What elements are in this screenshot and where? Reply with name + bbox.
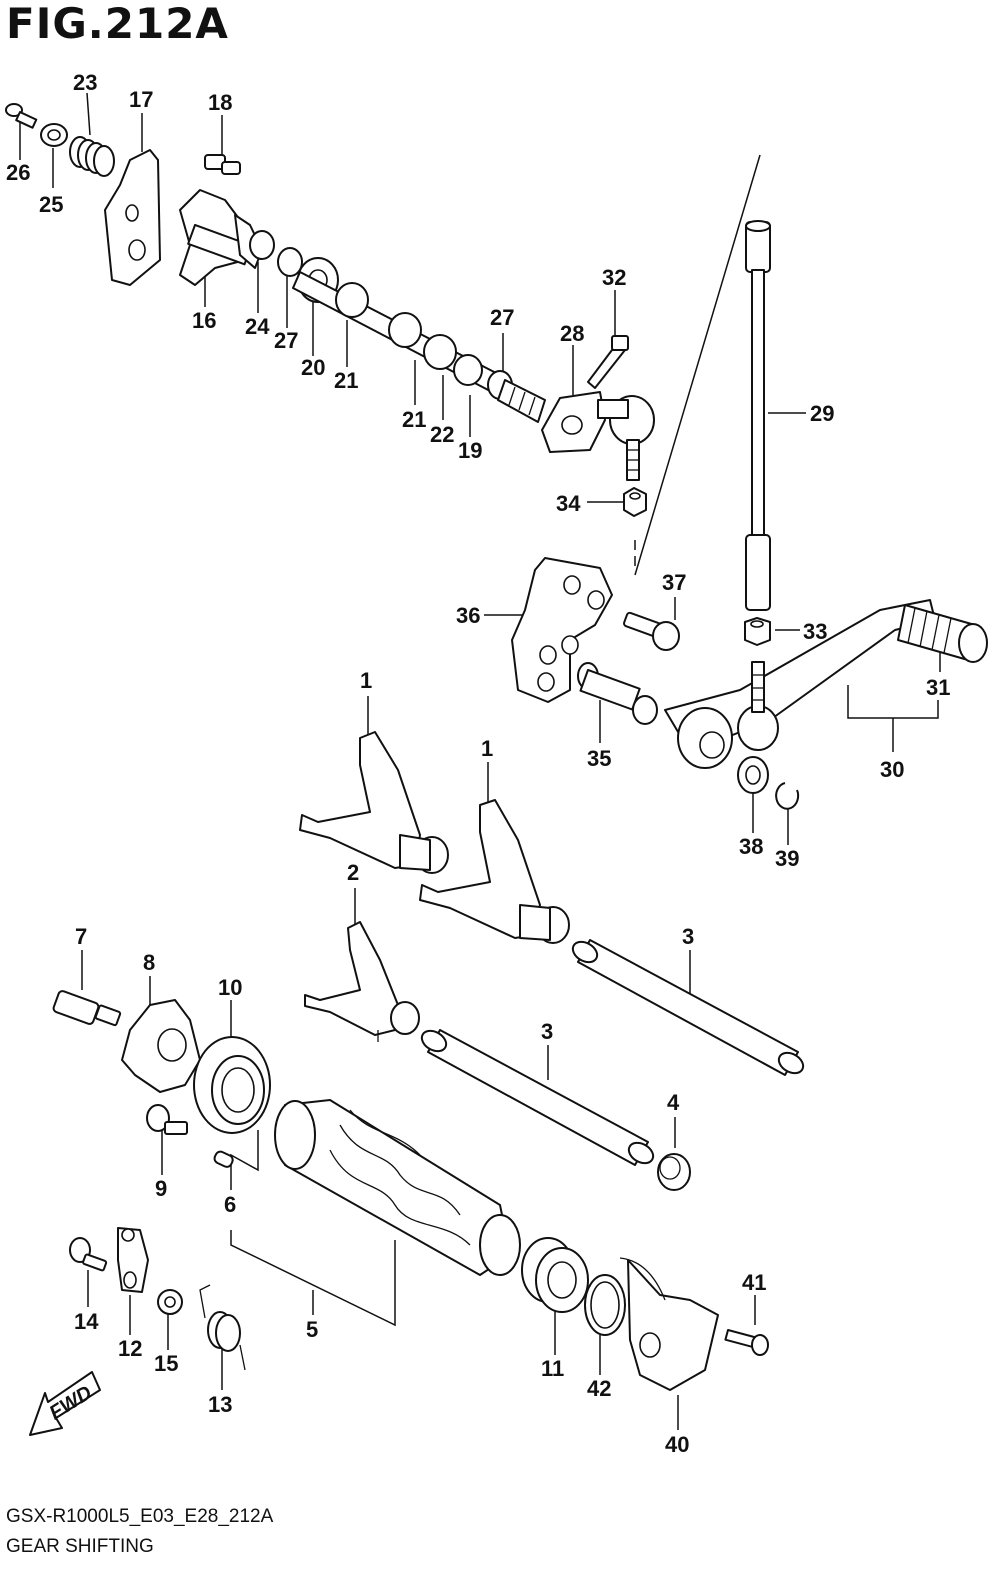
callout-20: 20 [301, 355, 325, 380]
callout-21: 21 [334, 368, 358, 393]
part-40-gear-position-switch [619, 1257, 719, 1391]
part-32-bolt [587, 335, 629, 389]
part-36-bracket [511, 557, 613, 703]
part-10-bearing [193, 1036, 271, 1134]
part-35-pivot-bolt [577, 662, 658, 725]
part-6-pin [213, 1150, 234, 1168]
callout-17: 17 [129, 87, 153, 112]
callout-39: 39 [775, 846, 799, 871]
part-3-fork-shaft-upper [571, 939, 805, 1076]
figure-caption: GEAR SHIFTING [6, 1536, 154, 1557]
callout-22: 22 [430, 422, 454, 447]
part-13-spring [199, 1284, 246, 1371]
part-15-washer [157, 1289, 183, 1315]
callout-19: 19 [458, 438, 482, 463]
callout-14: 14 [74, 1309, 99, 1334]
callout-27: 27 [490, 305, 514, 330]
part-41-screw [724, 1329, 769, 1356]
callout-7: 7 [75, 924, 87, 949]
part-1-fork-upper [299, 731, 449, 874]
callout-33: 33 [803, 619, 827, 644]
callout-31: 31 [926, 675, 950, 700]
callout-29: 29 [810, 401, 834, 426]
callout-3: 3 [682, 924, 694, 949]
callout-13: 13 [208, 1392, 232, 1417]
callout-1: 1 [360, 668, 372, 693]
callout-26: 26 [6, 160, 30, 185]
callout-6: 6 [224, 1192, 236, 1217]
part-34-nut [623, 487, 647, 517]
part-1-fork-lower [419, 799, 570, 944]
callout-24: 24 [245, 314, 270, 339]
callout-23: 23 [73, 70, 97, 95]
fwd-arrow-icon: FWD [29, 1371, 101, 1436]
part-24-spring-holder [234, 214, 275, 269]
part-16-arm [179, 189, 253, 286]
callout-36: 36 [456, 603, 480, 628]
part-30-pedal [664, 599, 936, 769]
shift-shaft [292, 271, 546, 423]
part-29-rod [745, 220, 771, 611]
part-18-pin [204, 154, 241, 175]
part-3-fork-shaft-lower [420, 1029, 655, 1166]
callout-41: 41 [742, 1270, 766, 1295]
part-33-nut [744, 617, 771, 646]
callout-8: 8 [143, 950, 155, 975]
callout-5: 5 [306, 1317, 318, 1342]
part-39-circlip [775, 782, 800, 810]
part-42-o-ring [584, 1274, 626, 1336]
part-8-cam-plate [121, 999, 201, 1093]
callout-40: 40 [665, 1432, 689, 1457]
callout-25: 25 [39, 192, 63, 217]
callout-2: 2 [347, 860, 359, 885]
model-code: GSX-R1000L5_E03_E28_212A [6, 1506, 274, 1527]
callout-9: 9 [155, 1176, 167, 1201]
part-14-bolt [69, 1237, 108, 1272]
part-37-bolt [623, 611, 680, 651]
part-12-stopper-arm [117, 1227, 149, 1293]
part-28-lever [541, 391, 655, 481]
part-5-drum [274, 1099, 521, 1276]
part-9-bolt [146, 1104, 188, 1135]
part-26-bolt [5, 103, 38, 129]
leader-lines [19, 92, 941, 1430]
part-31-footpeg [897, 604, 988, 663]
part-4-plug [657, 1153, 691, 1191]
callout-3: 3 [541, 1019, 553, 1044]
callout-21: 21 [402, 407, 426, 432]
callout-15: 15 [154, 1351, 178, 1376]
part-11-bearing [521, 1237, 589, 1313]
callout-16: 16 [192, 308, 216, 333]
callout-11: 11 [541, 1356, 564, 1381]
callout-10: 10 [218, 975, 242, 1000]
callout-1: 1 [481, 736, 493, 761]
part-7-pin [52, 990, 122, 1027]
callout-35: 35 [587, 746, 611, 771]
part-2-fork [304, 921, 420, 1042]
part-38-washer [737, 756, 769, 794]
callout-30: 30 [880, 757, 904, 782]
callout-37: 37 [662, 570, 686, 595]
figure-title: FIG.212A [6, 0, 229, 48]
callout-32: 32 [602, 265, 626, 290]
callout-18: 18 [208, 90, 232, 115]
callout-34: 34 [556, 491, 581, 516]
callout-27: 27 [274, 328, 298, 353]
callout-4: 4 [667, 1090, 680, 1115]
callout-42: 42 [587, 1376, 611, 1401]
callout-labels: 1 1 2 3 3 4 5 6 7 8 9 10 11 12 13 14 15 … [6, 70, 950, 1457]
figure-footer: GSX-R1000L5_E03_E28_212A GEAR SHIFTING [6, 1502, 273, 1562]
part-17-plate [104, 149, 161, 286]
callout-28: 28 [560, 321, 584, 346]
part-27-washer [277, 247, 303, 277]
callout-38: 38 [739, 834, 763, 859]
part-23-spring [69, 136, 115, 177]
callout-12: 12 [118, 1336, 142, 1361]
